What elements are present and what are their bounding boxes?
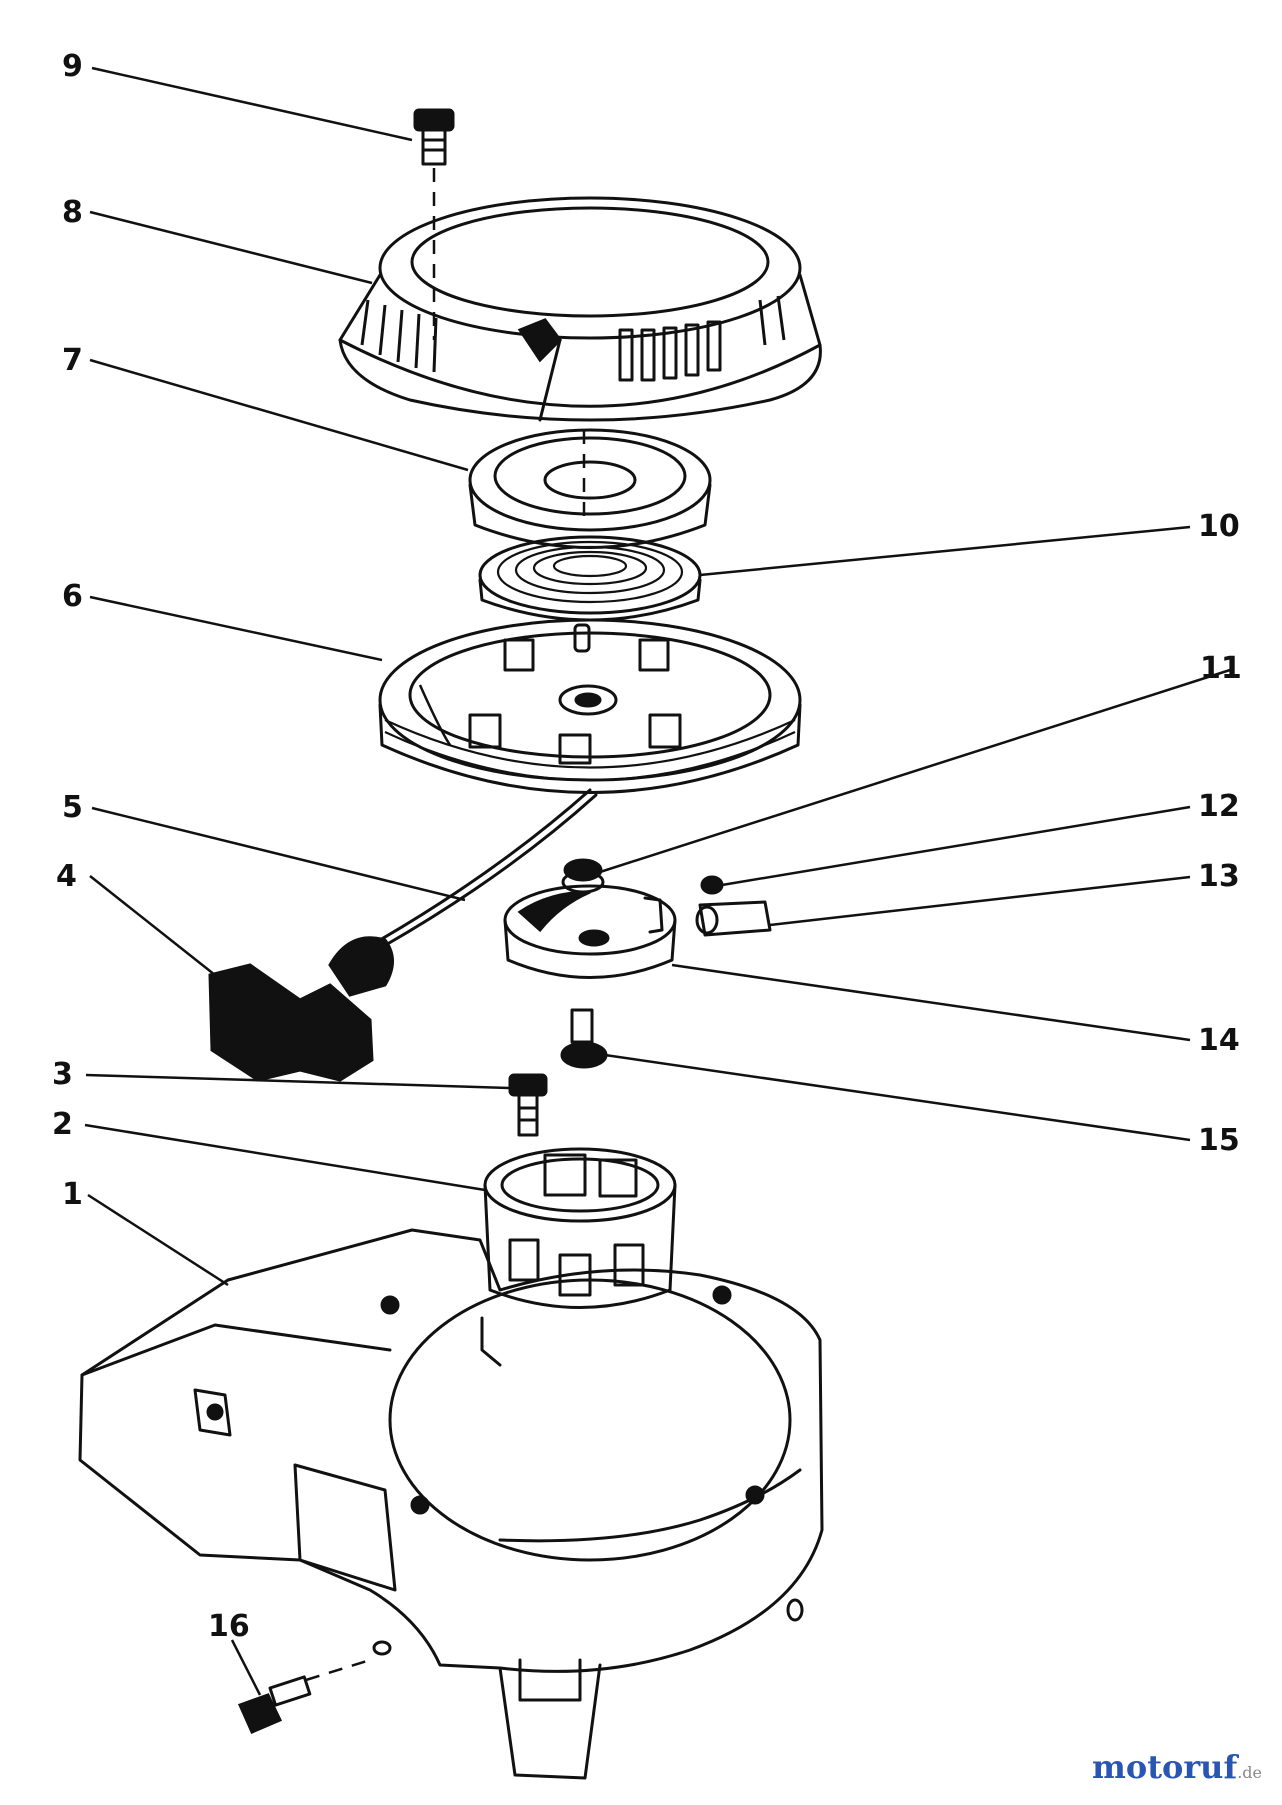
part-10-recoil-spring xyxy=(478,535,702,622)
callout-2: 2 xyxy=(52,1107,73,1142)
callout-8: 8 xyxy=(62,195,83,230)
callout-14: 14 xyxy=(1198,1023,1240,1058)
part-13-pawl xyxy=(695,900,772,937)
housing-tab xyxy=(498,1658,602,1780)
part-5-starter-rope xyxy=(378,788,598,948)
housing-vent-slot xyxy=(193,1388,397,1592)
callout-4: 4 xyxy=(56,859,77,894)
callout-9: 9 xyxy=(62,49,83,84)
part-11-spring xyxy=(561,858,605,894)
part-15-retainer-screw xyxy=(560,1008,608,1069)
callout-16: 16 xyxy=(208,1609,250,1644)
callout-1: 1 xyxy=(62,1177,83,1212)
part-2-starter-cup xyxy=(483,1147,677,1309)
part-16-bolt xyxy=(237,1658,371,1734)
part-12-small-spring xyxy=(700,875,724,895)
pulley-lugs xyxy=(468,623,682,765)
part-7-pulley-plate xyxy=(468,428,712,549)
part-14-ratchet-cup xyxy=(503,884,677,979)
part-3-screw xyxy=(508,1073,548,1137)
cover-vents-left xyxy=(360,299,438,373)
callout-5: 5 xyxy=(62,790,83,825)
callout-15: 15 xyxy=(1198,1123,1240,1158)
callout-12: 12 xyxy=(1198,789,1240,824)
housing-bolt-holes xyxy=(372,1285,804,1656)
callout-11: 11 xyxy=(1200,651,1242,686)
callout-7: 7 xyxy=(62,343,83,378)
cover-vents-right xyxy=(618,295,786,382)
part-4-rope-handle xyxy=(208,936,394,1082)
part-6-rope-pulley xyxy=(378,618,802,794)
watermark-brand: motoruf xyxy=(1091,1748,1238,1786)
callout-6: 6 xyxy=(62,579,83,614)
part-8-starter-cover xyxy=(338,196,822,422)
watermark-tld: .de xyxy=(1237,1763,1262,1782)
part-1-blower-housing xyxy=(78,1228,824,1780)
leader-lines xyxy=(84,66,1231,1696)
callout-3: 3 xyxy=(52,1057,73,1092)
callout-10: 10 xyxy=(1198,509,1240,544)
callout-13: 13 xyxy=(1198,859,1240,894)
watermark-logo: motoruf.de xyxy=(1092,1748,1262,1786)
part-9-screw xyxy=(413,108,455,166)
